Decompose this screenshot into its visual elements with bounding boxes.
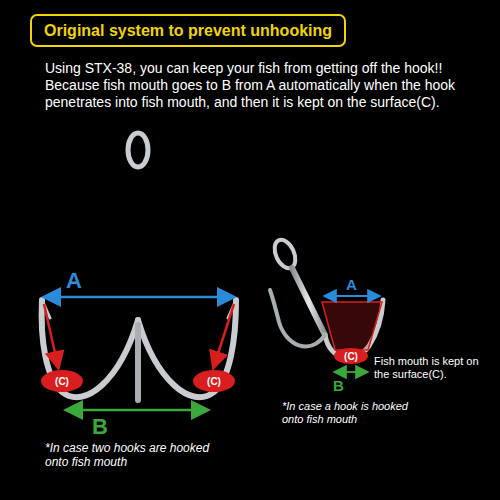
title-box: Original system to prevent unhooking xyxy=(30,14,346,47)
surface-letter: (C) xyxy=(344,351,358,362)
surface-letter: (C) xyxy=(55,376,69,387)
note-text: Fish mouth is kept on the surface(C). xyxy=(374,355,492,381)
surface-letter: (C) xyxy=(207,376,221,387)
note-text: *In case a hook is hooked onto fish mout… xyxy=(282,400,432,426)
intro-text: Because fish mouth goes to B from A auto… xyxy=(45,77,470,111)
catch-surface-ellipse: (C) xyxy=(334,348,368,364)
dimension-letter: A xyxy=(346,276,357,294)
dimension-letter: B xyxy=(92,414,108,440)
catch-surface-ellipse: (C) xyxy=(193,370,235,392)
note-text: *In case two hooks are hooked onto fish … xyxy=(45,441,220,470)
dimension-letter: B xyxy=(333,377,344,395)
catch-surface-ellipse: (C) xyxy=(41,370,83,392)
intro-text: Using STX-38, you can keep your fish fro… xyxy=(45,60,470,77)
dimension-letter: A xyxy=(66,268,82,294)
